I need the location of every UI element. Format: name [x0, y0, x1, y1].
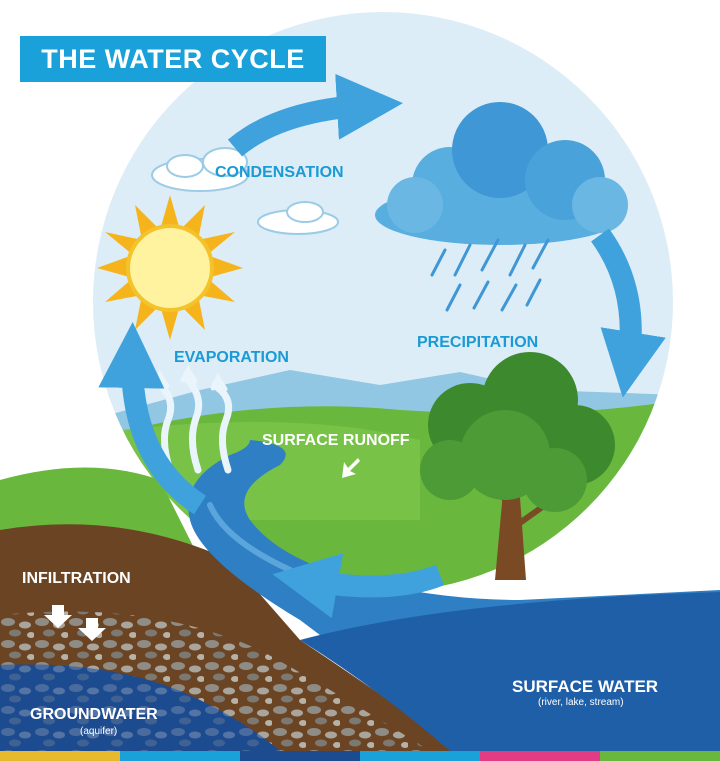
infiltration-arrow-icon [44, 605, 106, 641]
footer-segment [600, 751, 720, 761]
label-precipitation: PRECIPITATION [417, 334, 539, 351]
groundwater-pebbles [0, 664, 280, 751]
arrow-evaporation-up [98, 322, 207, 515]
footer-segment [360, 751, 480, 761]
arrow-precipitation-down [590, 228, 666, 398]
label-surface-runoff: SURFACE RUNOFF [262, 432, 410, 449]
arrow-runoff-return [272, 553, 445, 619]
footer-segment [0, 751, 120, 761]
label-evaporation: EVAPORATION [174, 349, 289, 366]
small-cloud-icon [257, 201, 339, 235]
page-title: THE WATER CYCLE [41, 44, 305, 74]
cycle-arrows [98, 73, 666, 619]
title-banner [20, 36, 326, 82]
footer-color-bar [0, 751, 720, 761]
arrow-condensation-to-precipitation [227, 73, 403, 157]
label-surface-water: SURFACE WATER [512, 677, 659, 696]
condensation-cloud-icon [151, 147, 249, 192]
label-condensation: CONDENSATION [215, 164, 344, 181]
footer-segment [240, 751, 360, 761]
footer-segment [480, 751, 600, 761]
tree [420, 352, 615, 580]
label-groundwater-sub: (aquifer) [80, 726, 118, 737]
rain-cloud-icon [375, 102, 628, 245]
label-surface-water-sub: (river, lake, stream) [538, 697, 624, 708]
runoff-arrow-icon [342, 458, 360, 478]
sun-icon [97, 195, 243, 340]
label-infiltration: INFILTRATION [22, 570, 131, 587]
rain-drops [430, 238, 550, 312]
footer-segment [120, 751, 240, 761]
surface-water [300, 592, 720, 751]
evaporation-steam-icon [152, 364, 233, 474]
label-groundwater: GROUNDWATER [30, 706, 158, 723]
